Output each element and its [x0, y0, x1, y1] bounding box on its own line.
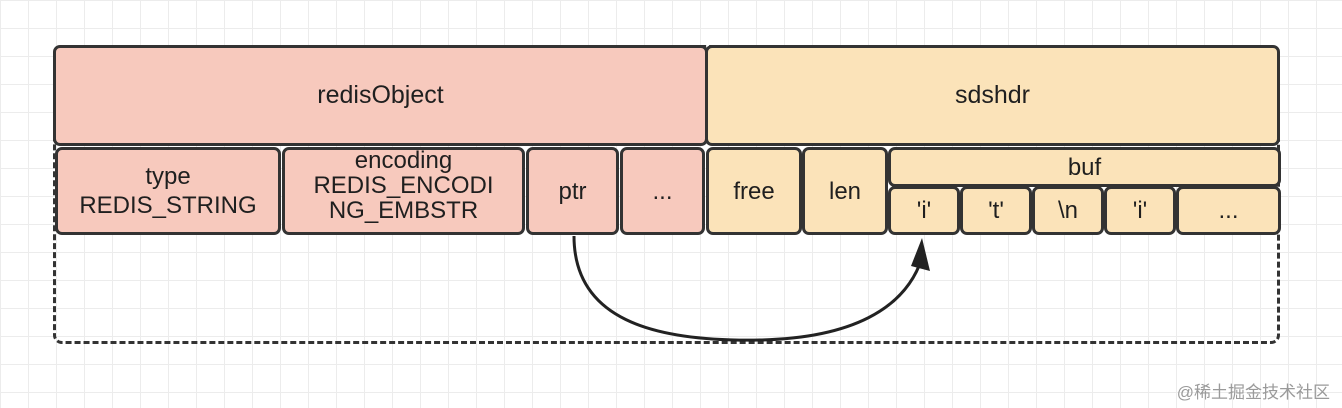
buf-cell: \n: [1032, 186, 1104, 235]
redis-object-header: redisObject: [53, 45, 708, 146]
free-field: free: [706, 147, 802, 235]
type-field: type REDIS_STRING: [55, 147, 281, 235]
len-label: len: [828, 177, 862, 205]
sdshdr-title: sdshdr: [954, 81, 1031, 109]
arrow-curve: [572, 235, 924, 342]
type-label: type: [145, 163, 191, 190]
buf-cell: 'i': [1104, 186, 1176, 235]
len-field: len: [802, 147, 888, 235]
free-label: free: [733, 177, 775, 205]
buf-cell-value: 'i': [1132, 197, 1148, 224]
type-value: REDIS_STRING: [79, 192, 257, 219]
buf-cell-value: 't': [988, 197, 1004, 224]
encoding-value-line2: NG_EMBSTR: [328, 197, 479, 224]
buf-cell: ...: [1176, 186, 1281, 235]
sdshdr-header: sdshdr: [705, 45, 1280, 146]
encoding-value-line1: REDIS_ENCODI: [313, 172, 494, 199]
buf-cell-value: 'i': [916, 197, 932, 224]
redis-object-ellipsis: ...: [652, 177, 673, 205]
ptr-label: ptr: [558, 177, 587, 205]
ptr-field: ptr: [526, 147, 619, 235]
encoding-label: encoding: [354, 147, 453, 174]
buf-cell-value: \n: [1057, 197, 1078, 224]
buf-label: buf: [1067, 153, 1102, 181]
arrow-head-icon: [911, 238, 930, 271]
buf-header: buf: [888, 147, 1281, 187]
buf-cell: 't': [960, 186, 1032, 235]
encoding-field: encoding REDIS_ENCODI NG_EMBSTR: [282, 147, 525, 235]
buf-cell: 'i': [888, 186, 960, 235]
redis-object-title: redisObject: [317, 81, 444, 109]
watermark: @稀土掘金技术社区: [1176, 383, 1330, 402]
redis-object-more-field: ...: [620, 147, 705, 235]
buf-cell-value: ...: [1218, 197, 1239, 224]
